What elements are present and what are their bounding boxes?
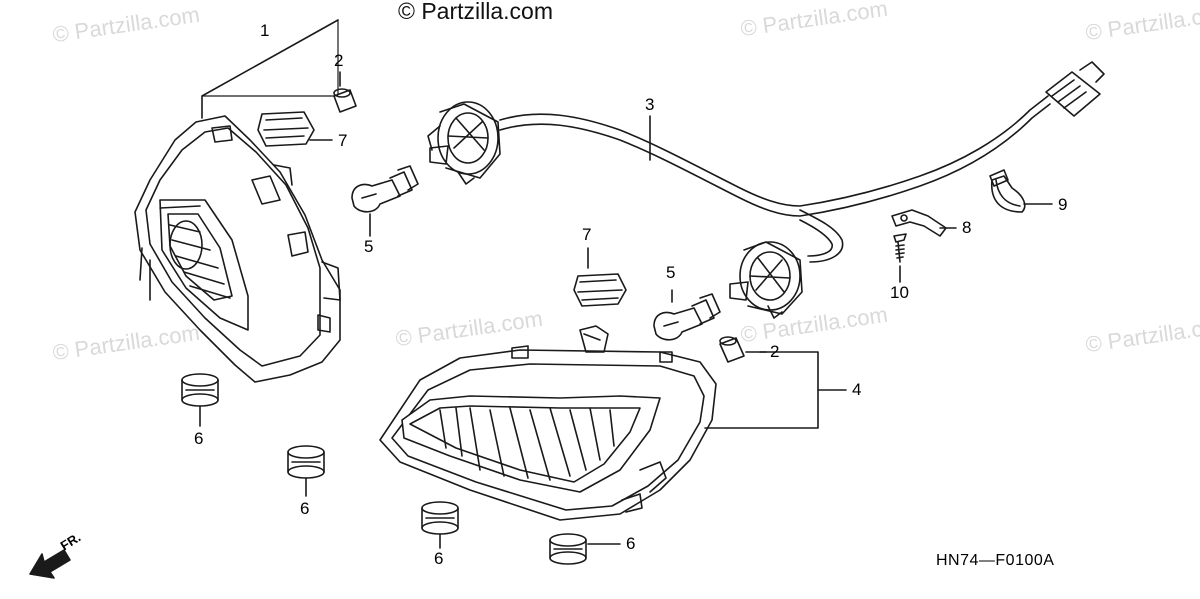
band-9 [989,169,1026,213]
screw-10 [893,233,907,263]
callout-10: 10 [890,283,909,302]
grommet-lower [573,273,627,307]
callout-4: 4 [852,380,862,399]
bulb-lower [653,293,721,341]
callout-6: 6 [194,429,204,448]
collar-upper [333,88,357,113]
callout-1: 1 [260,21,270,40]
watermark-main: © Partzilla.com [398,0,553,24]
front-arrow [29,549,71,579]
callout-2: 2 [770,342,780,361]
callout-6: 6 [300,499,310,518]
wire-harness [499,61,1105,263]
mount-1 [181,373,219,407]
callout-7: 7 [338,131,348,150]
callout-6: 6 [434,549,444,568]
callout-5: 5 [364,237,374,256]
collar-lower [719,336,745,363]
callout-3: 3 [645,95,655,114]
callout-9: 9 [1058,195,1068,214]
socket-lower [729,241,803,319]
callout-8: 8 [962,218,972,237]
leader-4 [704,351,819,429]
leader-1 [201,19,339,119]
diagram-code: HN74—F0100A [936,552,1055,569]
mount-3 [421,501,459,535]
callout-5: 5 [666,263,676,282]
callout-6: 6 [626,534,636,553]
grommet-upper [257,111,315,147]
bulb-upper [351,165,419,213]
clip-8 [891,209,947,237]
headlight-left [134,115,341,383]
mount-4 [549,533,587,565]
callout-7: 7 [582,225,592,244]
callout-2: 2 [334,51,344,70]
socket-upper [427,101,501,185]
headlight-right [379,325,717,521]
mount-2 [287,445,325,479]
